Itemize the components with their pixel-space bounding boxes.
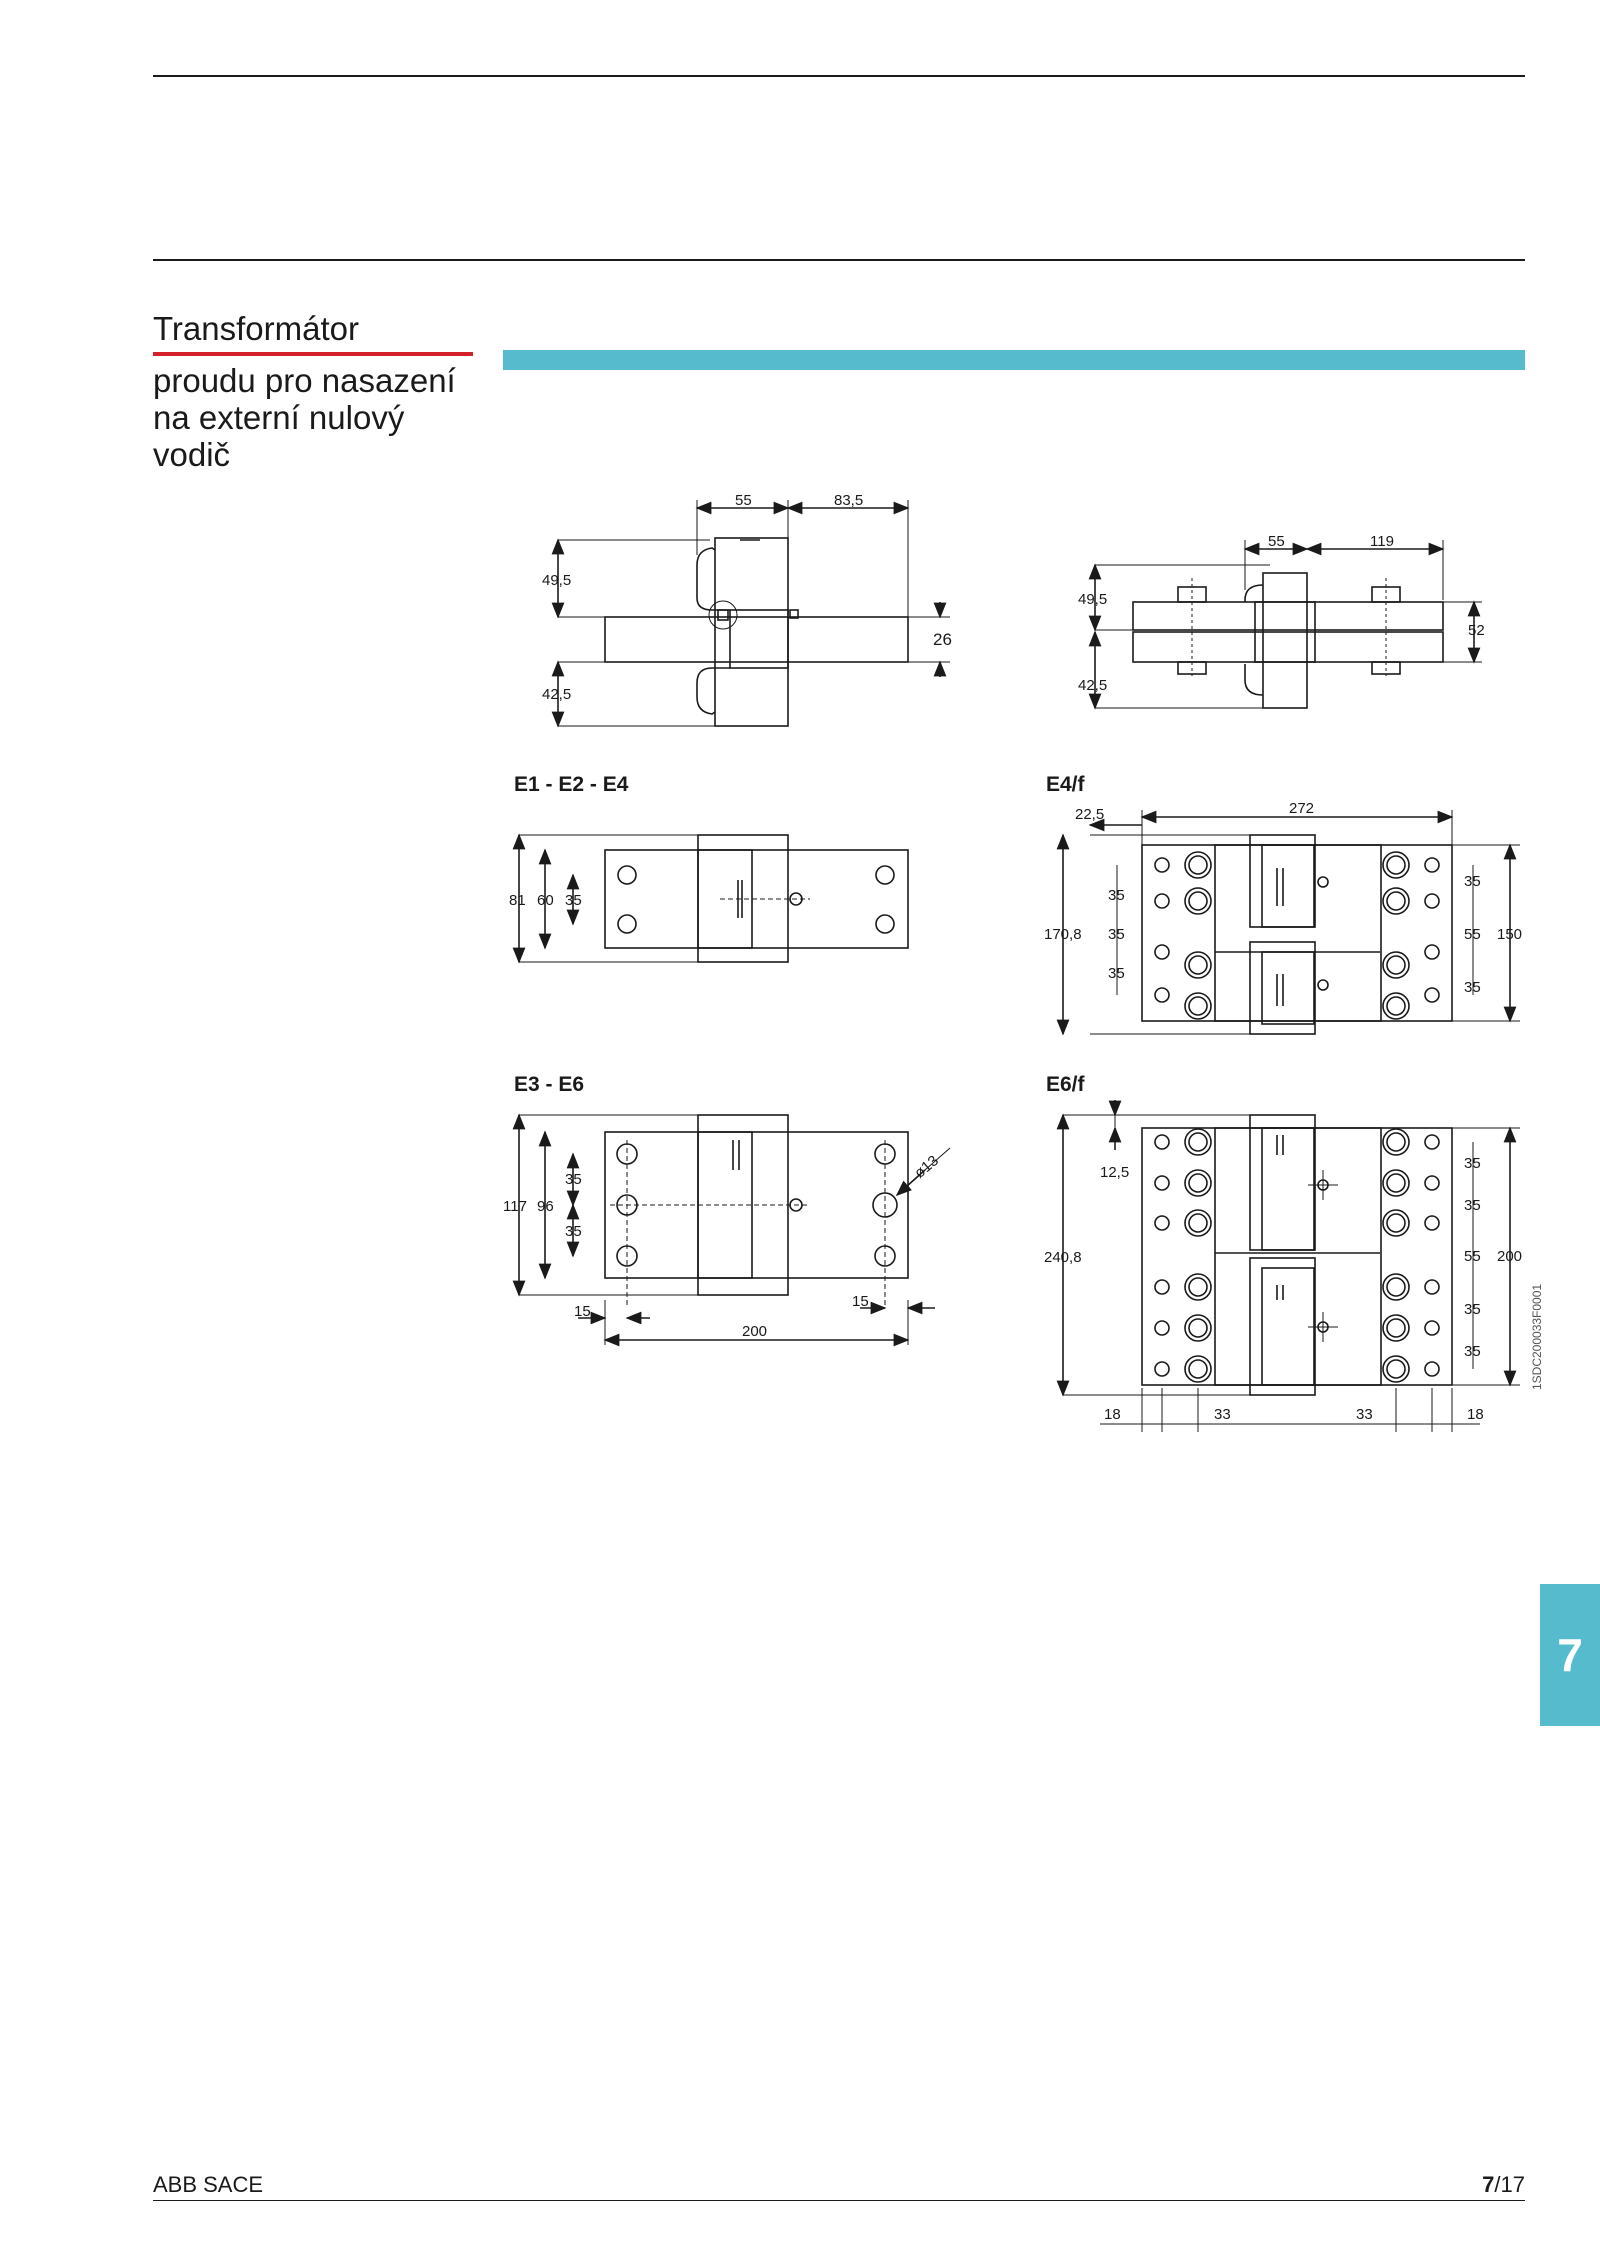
label-e3-e6: E3 - E6 bbox=[514, 1073, 585, 1096]
dim-18-left: 18 bbox=[1104, 1406, 1121, 1423]
label-e4f: E4/f bbox=[1046, 773, 1085, 796]
title-underline bbox=[153, 352, 473, 356]
label-e1-e2-e4: E1 - E2 - E4 bbox=[514, 773, 629, 796]
dim-15-left: 15 bbox=[574, 1303, 591, 1320]
dim-35-e: 35 bbox=[1464, 979, 1481, 996]
dim-119: 119 bbox=[1370, 533, 1394, 550]
dim-35-a: 35 bbox=[1464, 1155, 1481, 1172]
dim-42-5: 42,5 bbox=[1078, 677, 1107, 694]
dim-200: 200 bbox=[1497, 1248, 1522, 1265]
e6f-bolts-right bbox=[1382, 1128, 1440, 1383]
dim-60: 60 bbox=[537, 892, 554, 909]
dim-55: 55 bbox=[1464, 1248, 1481, 1265]
e4f-bolts-right bbox=[1382, 851, 1440, 1020]
dim-170-8: 170,8 bbox=[1044, 926, 1082, 943]
dim-150: 150 bbox=[1497, 926, 1522, 943]
section-title: Transformátor proudu pro nasazení na ext… bbox=[153, 310, 473, 473]
dim-12-5: 12,5 bbox=[1100, 1164, 1129, 1181]
dim-26: 26 bbox=[933, 630, 952, 649]
dim-96: 96 bbox=[537, 1198, 554, 1215]
dim-117: 117 bbox=[503, 1198, 527, 1215]
drawing-top-left: 55 83,5 49,5 26 42,5 bbox=[542, 492, 952, 728]
footer-rule bbox=[153, 2200, 1525, 2201]
section-title-rest: proudu pro nasazení na externí nulový vo… bbox=[153, 362, 456, 473]
dim-35: 35 bbox=[565, 892, 582, 909]
dim-35-b: 35 bbox=[1464, 1197, 1481, 1214]
page-number-rest: /17 bbox=[1494, 2172, 1525, 2197]
label-e6f: E6/f bbox=[1046, 1073, 1085, 1096]
top-rule bbox=[153, 75, 1525, 77]
dim-15-right: 15 bbox=[852, 1293, 869, 1310]
dim-81: 81 bbox=[509, 892, 526, 909]
dim-33-left: 33 bbox=[1214, 1406, 1231, 1423]
dim-35-bottom: 35 bbox=[565, 1223, 582, 1240]
dim-33-right: 33 bbox=[1356, 1406, 1373, 1423]
dim-55: 55 bbox=[735, 492, 752, 509]
footer-company: ABB SACE bbox=[153, 2172, 264, 2197]
dim-35-top: 35 bbox=[565, 1171, 582, 1188]
chapter-tab[interactable]: 7 bbox=[1540, 1584, 1600, 1726]
drawing-e3-e6: 35 117 96 35 ø13 15 15 200 bbox=[503, 1113, 951, 1347]
dim-240-8: 240,8 bbox=[1044, 1249, 1082, 1266]
drawing-e6f: 12,5 240,8 35 35 55 200 35 35 18 33 33 1… bbox=[1044, 1100, 1522, 1432]
dim-55: 55 bbox=[1464, 926, 1481, 943]
e6f-bolts-left bbox=[1154, 1128, 1212, 1383]
header-rule bbox=[153, 259, 1525, 261]
dim-35-d: 35 bbox=[1464, 873, 1481, 890]
e4f-bolts-left bbox=[1154, 851, 1212, 1020]
drawing-e4f: 22,5 272 35 170,8 35 35 35 55 150 35 bbox=[1044, 800, 1522, 1036]
figure-code: 1SDC200033F0001 bbox=[1530, 1283, 1544, 1390]
dim-35-c: 35 bbox=[1464, 1301, 1481, 1318]
dim-49-5: 49,5 bbox=[542, 572, 571, 589]
dim-55: 55 bbox=[1268, 533, 1285, 550]
dim-35-a: 35 bbox=[1108, 887, 1125, 904]
dim-200: 200 bbox=[742, 1323, 767, 1340]
page-number-chapter: 7 bbox=[1482, 2172, 1495, 2197]
dim-52: 52 bbox=[1468, 622, 1485, 639]
dim-35-c: 35 bbox=[1108, 965, 1125, 982]
section-title-line1: Transformátor bbox=[153, 310, 359, 347]
dim-22-5: 22,5 bbox=[1075, 806, 1104, 823]
drawing-e1-e2-e4: 81 60 35 bbox=[509, 833, 909, 964]
dim-272: 272 bbox=[1289, 800, 1314, 817]
section-accent-bar bbox=[503, 350, 1525, 370]
dim-35-b: 35 bbox=[1108, 926, 1125, 943]
drawing-top-right: 55 119 49,5 52 42,5 bbox=[1078, 533, 1485, 710]
dim-35-d: 35 bbox=[1464, 1343, 1481, 1360]
dim-83-5: 83,5 bbox=[834, 492, 863, 509]
dim-49-5: 49,5 bbox=[1078, 591, 1107, 608]
dim-18-right: 18 bbox=[1467, 1406, 1484, 1423]
dim-42-5: 42,5 bbox=[542, 686, 571, 703]
page-number: 7/17 bbox=[1482, 2172, 1525, 2198]
